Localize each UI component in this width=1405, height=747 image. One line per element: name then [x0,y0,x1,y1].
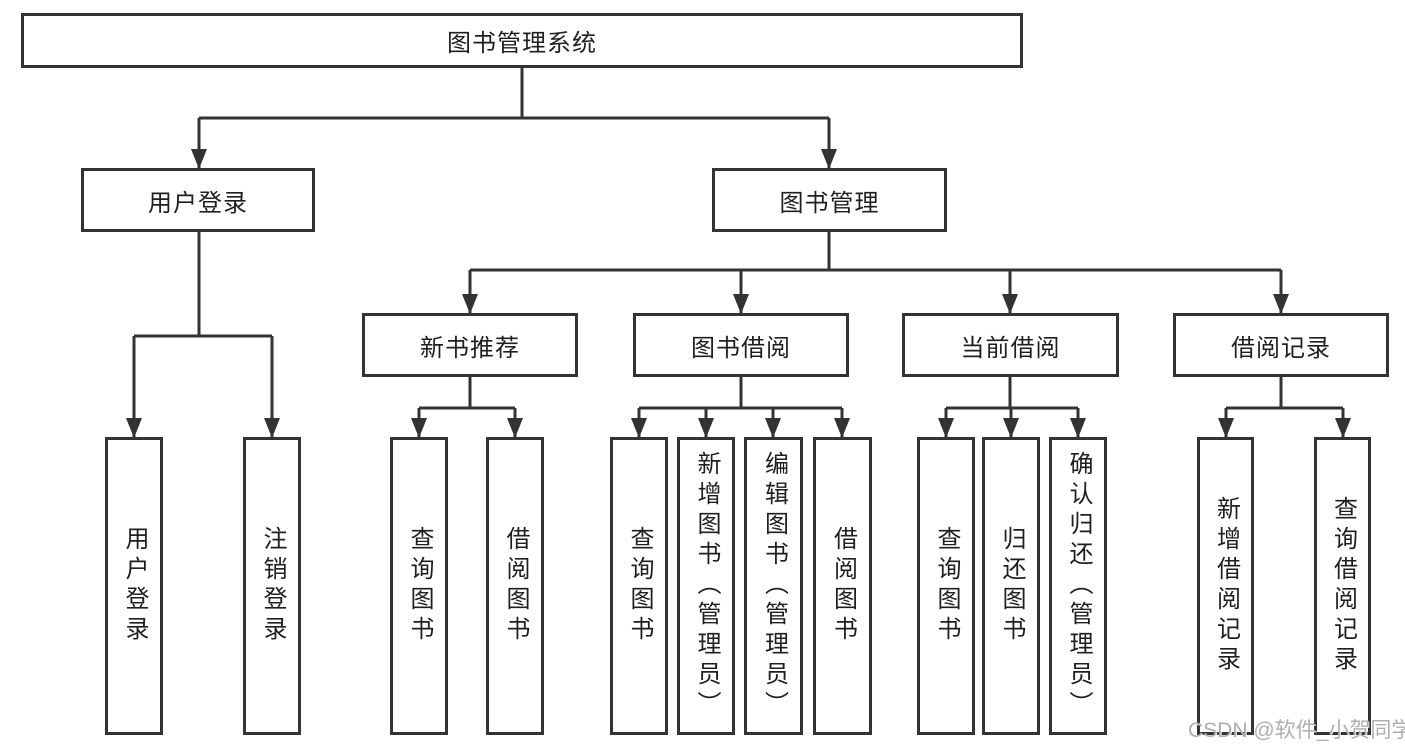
leaf-borrow-books-recommend: 借阅图书 [486,437,544,735]
leaf-logout: 注销登录 [243,437,301,735]
leaf-return-books-label: 归还图书 [998,526,1025,646]
node-system-root-label: 图书管理系统 [447,30,597,57]
leaf-user-login-label: 用户登录 [121,526,148,646]
leaf-query-borrow-record: 查询借阅记录 [1314,437,1371,735]
leaf-return-books: 归还图书 [982,437,1040,735]
leaf-query-borrow-record-label: 查询借阅记录 [1329,496,1357,676]
leaf-confirm-return-admin: 确认归还（管理员） [1049,437,1107,735]
leaf-add-borrow-record: 新增借阅记录 [1197,437,1254,735]
node-system-root: 图书管理系统 [21,13,1023,68]
leaf-query-books-borrow: 查询图书 [610,437,668,735]
node-user-login: 用户登录 [81,168,315,232]
node-new-book-recommend: 新书推荐 [362,313,578,377]
leaf-logout-label: 注销登录 [259,526,286,646]
node-book-management: 图书管理 [712,168,947,232]
leaf-borrow-books-label: 借阅图书 [829,526,857,646]
leaf-add-borrow-record-label: 新增借阅记录 [1212,496,1240,676]
leaf-confirm-return-admin-label: 确认归还（管理员） [1065,451,1092,721]
leaf-user-login: 用户登录 [105,437,163,735]
node-book-borrowing: 图书借阅 [633,313,849,377]
node-current-borrowing: 当前借阅 [902,313,1119,377]
leaf-add-book-admin-label: 新增图书（管理员） [693,451,720,721]
leaf-query-books-current: 查询图书 [917,437,975,735]
node-new-book-recommend-label: 新书推荐 [420,334,520,362]
leaf-edit-book-admin-label: 编辑图书（管理员） [760,451,788,721]
leaf-query-books-current-label: 查询图书 [933,526,960,646]
node-book-borrowing-label: 图书借阅 [691,334,791,362]
leaf-borrow-books: 借阅图书 [813,437,872,735]
node-borrowing-records-label: 借阅记录 [1231,334,1331,362]
leaf-query-books-borrow-label: 查询图书 [626,526,653,646]
node-borrowing-records: 借阅记录 [1173,313,1389,377]
leaf-add-book-admin: 新增图书（管理员） [677,437,735,735]
node-book-management-label: 图书管理 [779,189,880,217]
node-current-borrowing-label: 当前借阅 [960,334,1061,362]
leaf-edit-book-admin: 编辑图书（管理员） [744,437,803,735]
leaf-query-books-recommend-label: 查询图书 [406,526,433,646]
leaf-borrow-books-recommend-label: 借阅图书 [502,526,529,646]
csdn-watermark: CSDN @软件_小贺同学 [1188,719,1405,742]
leaf-query-books-recommend: 查询图书 [390,437,448,735]
node-user-login-label: 用户登录 [148,189,248,217]
